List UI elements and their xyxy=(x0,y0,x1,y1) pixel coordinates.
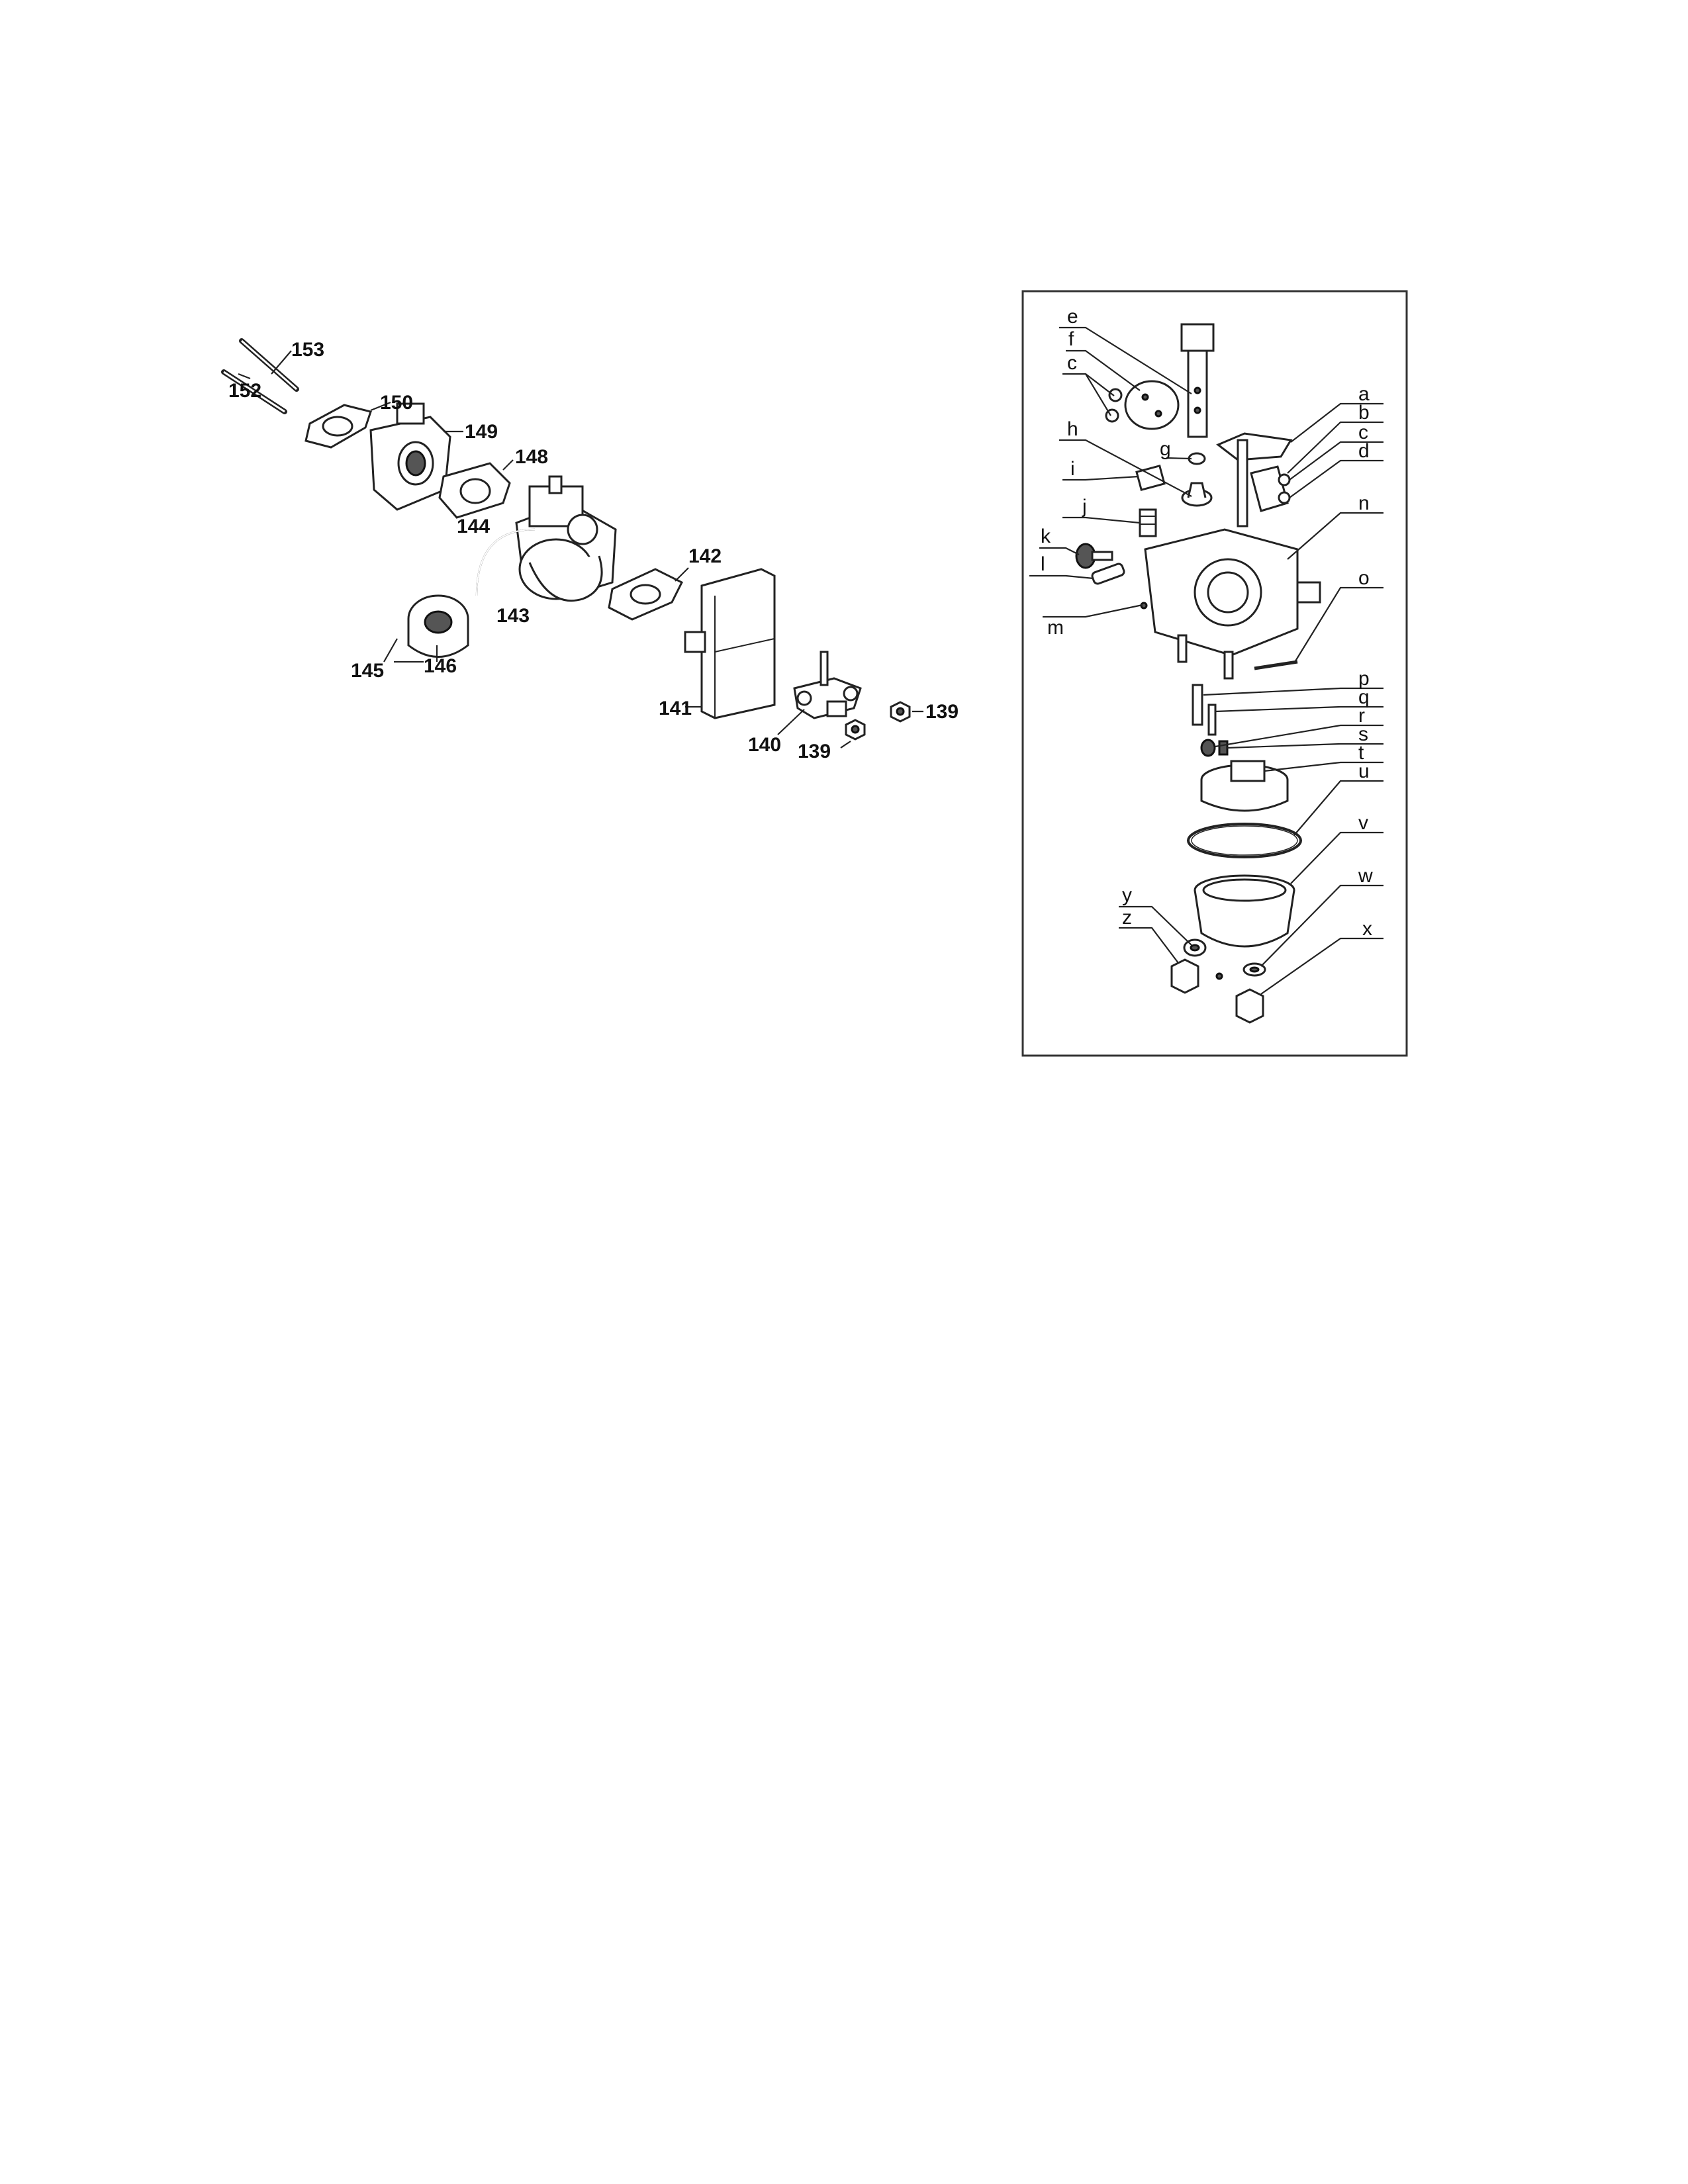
callout-p: p xyxy=(1358,668,1370,690)
part-l xyxy=(1091,563,1125,585)
part-insulator-149 xyxy=(369,402,451,511)
part-carb-body-n xyxy=(1144,528,1321,680)
callout-145: 145 xyxy=(351,660,384,682)
callout-f: f xyxy=(1068,328,1074,350)
part-i xyxy=(1135,464,1166,492)
part-rod-153 xyxy=(239,338,299,392)
callout-o: o xyxy=(1358,567,1370,589)
callout-m: m xyxy=(1047,617,1064,639)
callout-k: k xyxy=(1041,525,1051,547)
part-fuel-valve-140 xyxy=(793,651,862,719)
part-air-filter-145 xyxy=(407,594,469,658)
part-nut-139-b xyxy=(890,701,911,723)
callout-e: e xyxy=(1067,306,1078,328)
callout-l: l xyxy=(1041,553,1045,575)
callout-150: 150 xyxy=(380,392,413,414)
part-heat-shield-141 xyxy=(684,568,776,719)
part-nut-139-a xyxy=(845,719,866,741)
callout-i: i xyxy=(1070,458,1075,480)
part-h xyxy=(1181,482,1213,507)
callout-t: t xyxy=(1358,742,1364,764)
part-k xyxy=(1075,543,1113,569)
callout-z: z xyxy=(1122,907,1132,929)
callout-w: w xyxy=(1358,865,1373,887)
part-float-valve-s xyxy=(1218,740,1229,756)
callout-142: 142 xyxy=(688,545,722,567)
callout-139-a: 139 xyxy=(798,741,831,762)
part-pin-o xyxy=(1254,660,1298,670)
callout-a: a xyxy=(1358,383,1370,405)
part-gasket-142 xyxy=(608,568,684,621)
part-carburetor-144 xyxy=(515,475,617,602)
right-carburetor-detail-diagram: e f c h g i j k l m a b c d n o p q r s … xyxy=(1021,290,1408,1057)
detail-frame xyxy=(1021,290,1408,1057)
callout-c-left: c xyxy=(1067,352,1077,374)
part-float-t xyxy=(1200,760,1289,812)
callout-139-b: 139 xyxy=(925,701,959,723)
part-j xyxy=(1139,508,1157,537)
part-rod-152 xyxy=(221,369,287,414)
callout-152: 152 xyxy=(228,380,261,402)
part-small-dot xyxy=(1215,972,1223,980)
part-screw-z xyxy=(1170,958,1199,994)
part-choke-shaft-e xyxy=(1180,323,1215,438)
callout-n: n xyxy=(1358,492,1370,514)
part-washer-w xyxy=(1243,962,1266,977)
callout-y: y xyxy=(1122,884,1132,906)
callout-d: d xyxy=(1358,440,1370,462)
callout-v: v xyxy=(1358,812,1368,834)
callout-h: h xyxy=(1067,418,1078,440)
part-main-jet-r xyxy=(1200,739,1216,757)
part-fuel-line-143 xyxy=(475,528,536,596)
callout-143: 143 xyxy=(496,605,530,627)
part-choke-plate-f xyxy=(1124,380,1180,430)
callout-149: 149 xyxy=(465,421,498,443)
part-needle-q xyxy=(1207,704,1217,736)
callout-j: j xyxy=(1082,496,1087,518)
callout-r: r xyxy=(1358,705,1365,727)
part-emulsion-tube-p xyxy=(1192,684,1203,726)
callout-148: 148 xyxy=(515,446,548,468)
callout-x: x xyxy=(1362,918,1372,940)
callout-b: b xyxy=(1358,402,1370,424)
part-throttle-lever-b xyxy=(1250,465,1289,512)
part-o-ring-u xyxy=(1187,823,1302,858)
callout-140: 140 xyxy=(748,734,781,756)
part-float-bowl-v xyxy=(1194,874,1295,948)
part-drain-bolt-x xyxy=(1235,988,1264,1024)
part-screws-c xyxy=(1105,388,1123,423)
callout-s: s xyxy=(1358,723,1368,745)
callout-c-right: c xyxy=(1358,422,1368,443)
callout-141: 141 xyxy=(659,698,692,719)
part-gasket-150 xyxy=(305,404,372,449)
left-exploded-diagram: 153 152 150 149 148 144 143 142 145 146 … xyxy=(221,338,959,762)
left-leader-lines xyxy=(238,350,923,749)
callout-q: q xyxy=(1358,686,1370,708)
part-throttle-plate-a xyxy=(1216,432,1293,527)
right-leader-lines xyxy=(1029,326,1383,995)
callout-146: 146 xyxy=(424,655,457,677)
callout-153: 153 xyxy=(291,339,324,361)
callout-144: 144 xyxy=(457,516,490,537)
callout-u: u xyxy=(1358,760,1370,782)
part-washer-y xyxy=(1183,938,1207,957)
part-gasket-148 xyxy=(438,462,511,519)
callout-g: g xyxy=(1160,438,1171,460)
